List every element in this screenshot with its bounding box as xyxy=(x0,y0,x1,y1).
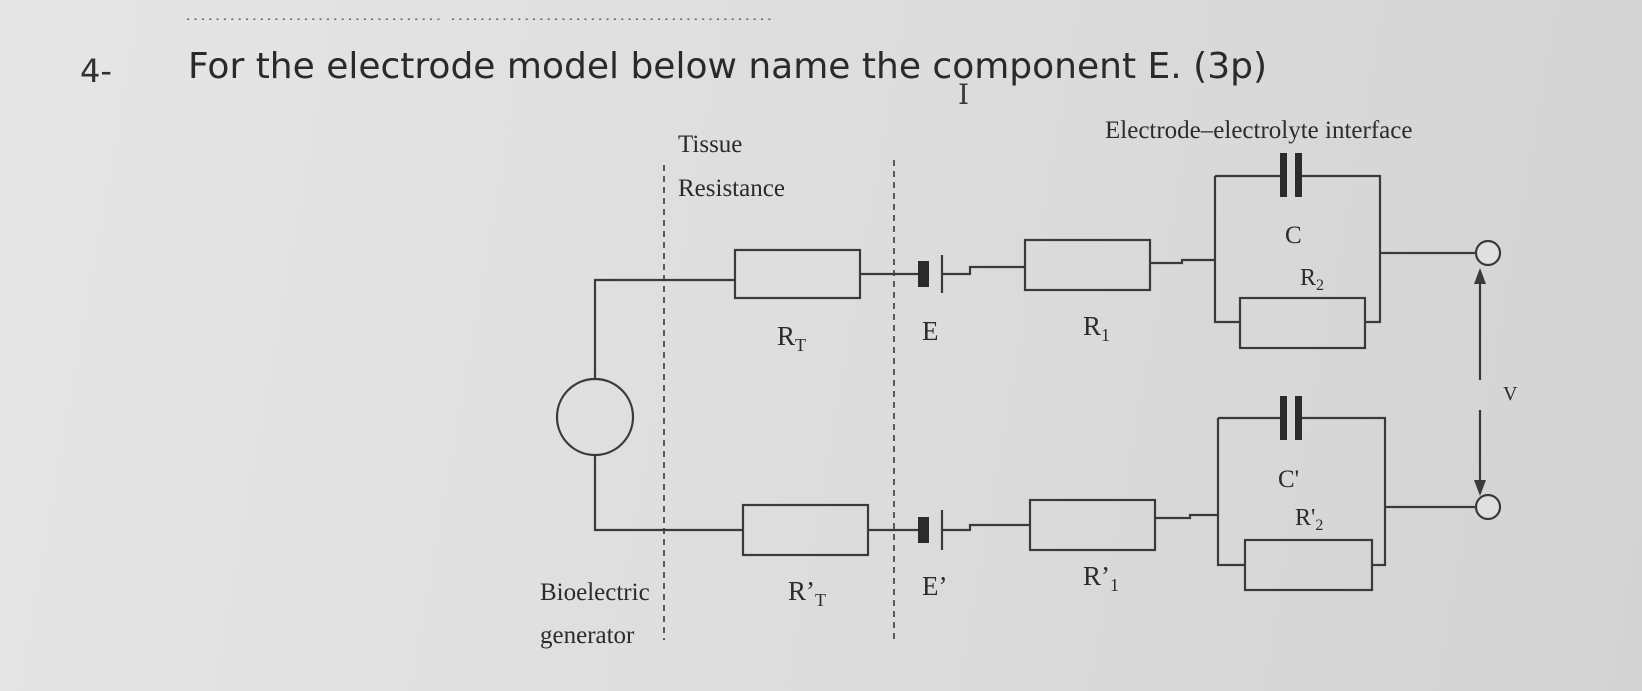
capacitor-Cp-plate-left xyxy=(1280,396,1287,440)
wire-Rp1-interface xyxy=(1155,513,1218,520)
capacitor-C-plate-right xyxy=(1295,153,1302,197)
label-R1: R1 xyxy=(1083,311,1110,345)
text-cursor-icon: I xyxy=(958,78,970,111)
label-E: E xyxy=(922,316,939,346)
voltage-arrow-head-down xyxy=(1474,480,1486,496)
interface-bottom-left-rail xyxy=(1216,418,1245,567)
label-RT: RT xyxy=(777,321,806,355)
label-voltage: V xyxy=(1503,383,1518,405)
dotted-answer-line: .................................., ....… xyxy=(185,2,774,20)
wire-generator-top xyxy=(593,278,735,379)
wire-generator-bottom xyxy=(593,455,743,532)
capacitor-Cp-plate-right xyxy=(1295,396,1302,440)
label-bioelectric: Bioelectric xyxy=(540,579,650,606)
cell-Ep-thick-plate xyxy=(918,517,929,543)
output-terminal-bottom xyxy=(1474,493,1502,521)
resistor-RT xyxy=(733,248,862,300)
label-Ep: E’ xyxy=(922,571,947,601)
resistor-RpT xyxy=(741,503,870,557)
label-tissue: Tissue xyxy=(678,131,742,158)
label-electrode-electrolyte-interface: Electrode–electrolyte interface xyxy=(1105,117,1412,144)
interface-top-left-rail xyxy=(1213,176,1240,324)
resistor-R1 xyxy=(1023,238,1152,292)
wire-E-R1 xyxy=(942,265,1025,276)
bioelectric-generator-symbol xyxy=(555,377,635,457)
wire-R1-interface xyxy=(1150,258,1215,265)
interface-top-right-rail xyxy=(1302,174,1382,324)
voltage-arrow-head-up xyxy=(1474,268,1486,284)
label-R2: R2 xyxy=(1300,265,1324,294)
label-RpT: R’T xyxy=(788,576,826,610)
label-Rp2: R'2 xyxy=(1295,505,1323,534)
resistor-Rp1 xyxy=(1028,498,1157,552)
question-number: 4- xyxy=(80,52,112,90)
cell-E-thick-plate xyxy=(918,261,929,287)
label-Cp: C' xyxy=(1278,466,1299,493)
label-Rp1: R’1 xyxy=(1083,561,1119,595)
question-text: For the electrode model below name the c… xyxy=(188,46,1267,87)
resistor-R2 xyxy=(1238,296,1367,350)
interface-bottom-right-rail xyxy=(1302,416,1387,567)
resistor-Rp2 xyxy=(1243,538,1374,592)
label-resistance: Resistance xyxy=(678,175,785,202)
capacitor-C-plate-left xyxy=(1280,153,1287,197)
output-terminal-top xyxy=(1474,239,1502,267)
label-C: C xyxy=(1285,222,1302,249)
label-generator: generator xyxy=(540,622,635,649)
wire-Ep-Rp1 xyxy=(942,523,1030,532)
